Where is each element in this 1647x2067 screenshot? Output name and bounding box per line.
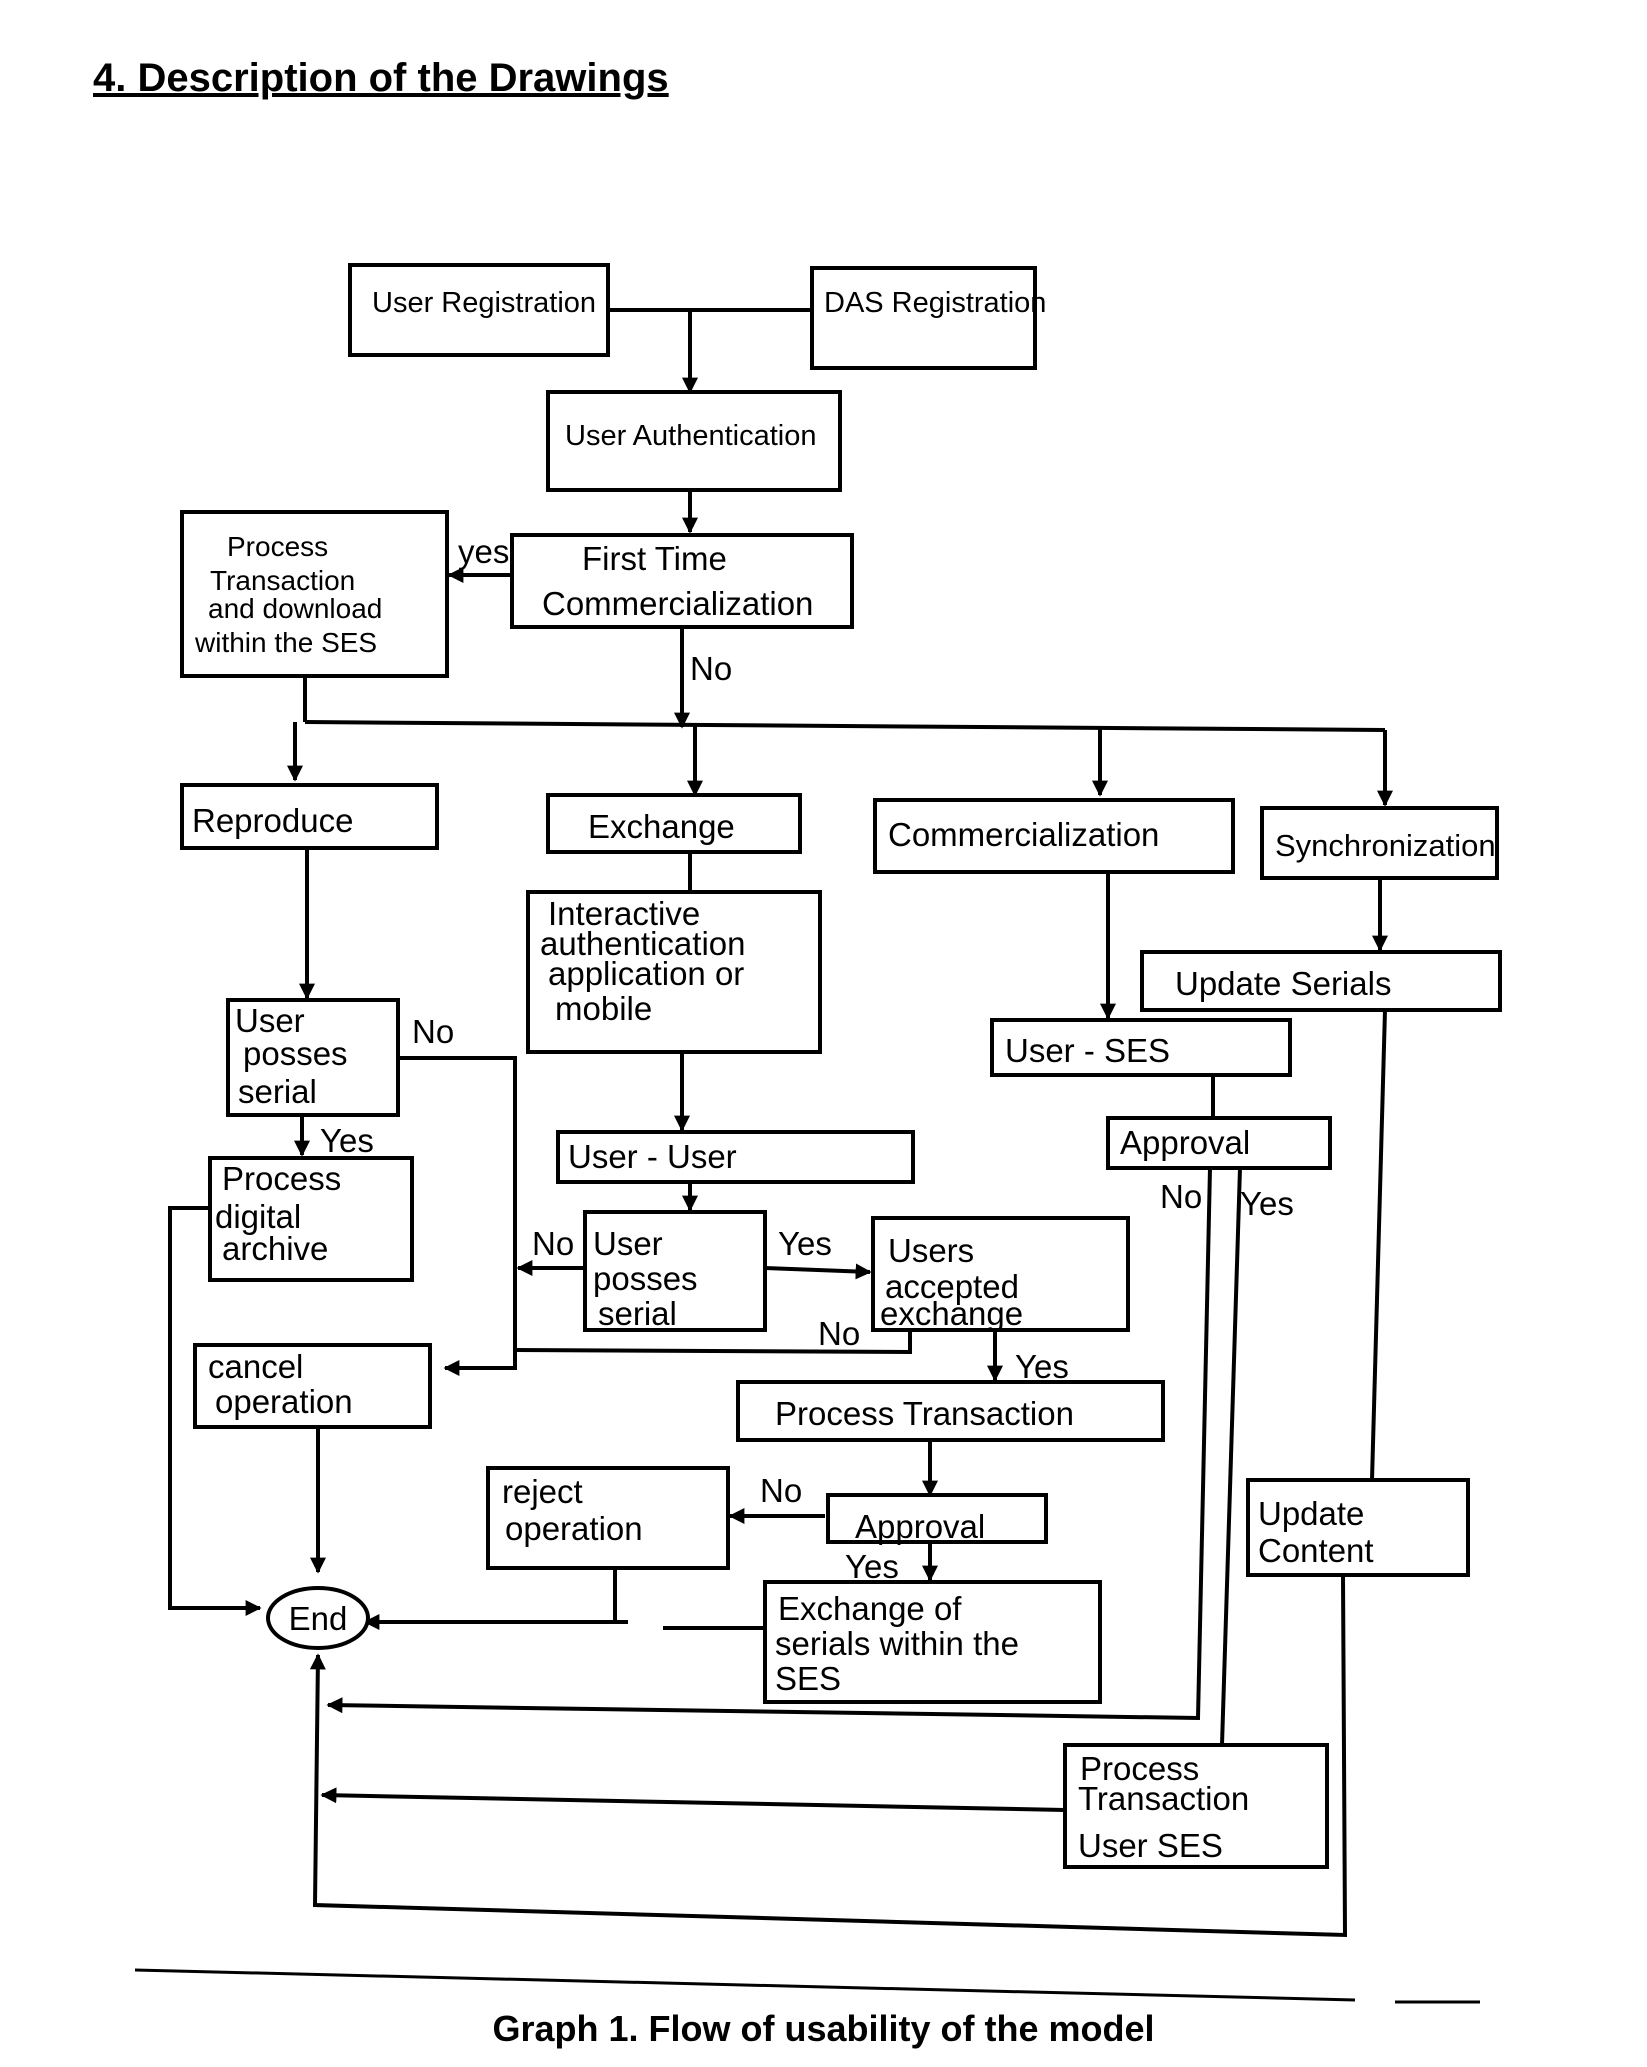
svg-text:archive: archive xyxy=(222,1230,328,1267)
label-no-approval-1: No xyxy=(1160,1178,1202,1215)
svg-text:Update: Update xyxy=(1258,1495,1364,1532)
svg-text:Synchronization: Synchronization xyxy=(1275,828,1496,863)
svg-text:Transaction: Transaction xyxy=(1078,1780,1249,1817)
svg-text:serial: serial xyxy=(238,1073,317,1110)
label-yes-exchange-serial: Yes xyxy=(778,1225,832,1262)
node-exchange-of-serials: Exchange of serials within the SES xyxy=(765,1582,1100,1702)
svg-text:Commercialization: Commercialization xyxy=(888,816,1159,853)
svg-text:User Authentication: User Authentication xyxy=(565,420,816,452)
label-no-exchange-serial: No xyxy=(532,1225,574,1262)
svg-text:operation: operation xyxy=(215,1383,353,1420)
svg-text:within the SES: within the SES xyxy=(194,627,377,658)
node-user-authentication: User Authentication xyxy=(548,392,840,490)
node-user-user: User - User xyxy=(558,1132,913,1182)
label-yes-reproduce-serial: Yes xyxy=(320,1122,374,1159)
svg-text:Commercialization: Commercialization xyxy=(542,585,813,622)
node-user-registration: User Registration xyxy=(350,265,608,355)
label-no-approval-2: No xyxy=(760,1472,802,1509)
svg-text:DAS Registration: DAS Registration xyxy=(824,287,1046,319)
node-process-digital-archive: Process digital archive xyxy=(210,1158,412,1280)
svg-text:Approval: Approval xyxy=(855,1508,985,1545)
label-no-first-time: No xyxy=(690,650,732,687)
node-interactive-authentication: Interactive authentication application o… xyxy=(528,892,820,1052)
node-approval-1: Approval xyxy=(1108,1118,1330,1168)
svg-text:Process: Process xyxy=(222,1160,341,1197)
label-yes-approval-2: Yes xyxy=(845,1548,899,1585)
svg-text:User - User: User - User xyxy=(568,1138,737,1175)
svg-text:exchange: exchange xyxy=(880,1295,1023,1332)
node-approval-2: Approval xyxy=(828,1495,1046,1545)
node-exchange: Exchange xyxy=(548,795,800,852)
svg-text:operation: operation xyxy=(505,1510,643,1547)
label-yes-approval-1: Yes xyxy=(1240,1185,1294,1222)
svg-text:serials within the: serials within the xyxy=(775,1625,1019,1662)
node-end: End xyxy=(268,1588,368,1648)
svg-text:User - SES: User - SES xyxy=(1005,1032,1170,1069)
svg-text:serial: serial xyxy=(598,1295,677,1332)
svg-text:mobile: mobile xyxy=(555,990,652,1027)
svg-text:application or: application or xyxy=(548,955,744,992)
label-yes-first-time: yes xyxy=(458,533,509,570)
label-yes-accepted-exchange: Yes xyxy=(1015,1348,1069,1385)
svg-text:User: User xyxy=(235,1002,305,1039)
svg-text:posses: posses xyxy=(593,1260,698,1297)
label-no-reproduce-serial: No xyxy=(412,1013,454,1050)
node-reproduce: Reproduce xyxy=(182,785,437,848)
node-das-registration: DAS Registration xyxy=(812,268,1046,368)
svg-text:Exchange: Exchange xyxy=(588,808,735,845)
node-user-ses: User - SES xyxy=(992,1020,1290,1075)
svg-text:First Time: First Time xyxy=(582,540,727,577)
svg-text:Reproduce: Reproduce xyxy=(192,802,353,839)
node-synchronization: Synchronization xyxy=(1262,808,1497,878)
svg-text:and download: and download xyxy=(208,593,382,624)
node-process-transaction: Process Transaction xyxy=(738,1382,1163,1440)
svg-text:Process Transaction: Process Transaction xyxy=(775,1395,1074,1432)
node-process-transaction-user-ses: Process Transaction User SES xyxy=(1065,1745,1327,1867)
svg-text:Process: Process xyxy=(227,531,328,562)
node-update-serials: Update Serials xyxy=(1142,952,1500,1010)
node-user-posses-serial-2: User posses serial xyxy=(585,1212,765,1332)
bottom-rule xyxy=(135,1970,1355,2000)
label-no-accepted-exchange: No xyxy=(818,1315,860,1352)
svg-text:reject: reject xyxy=(502,1473,583,1510)
node-commercialization: Commercialization xyxy=(875,800,1233,872)
svg-text:cancel: cancel xyxy=(208,1348,303,1385)
node-reject-operation: reject operation xyxy=(488,1468,728,1568)
svg-text:Users: Users xyxy=(888,1232,974,1269)
node-first-time-commercialization: First Time Commercialization xyxy=(512,535,852,627)
node-cancel-operation: cancel operation xyxy=(195,1345,430,1427)
node-process-transaction-download: Process Transaction and download within … xyxy=(182,512,447,676)
svg-text:User: User xyxy=(593,1225,663,1262)
node-users-accepted-exchange: Users accepted exchange xyxy=(873,1218,1128,1332)
svg-text:Content: Content xyxy=(1258,1532,1374,1569)
svg-text:SES: SES xyxy=(775,1660,841,1697)
svg-text:Update Serials: Update Serials xyxy=(1175,965,1391,1002)
svg-text:User Registration: User Registration xyxy=(372,287,596,319)
svg-text:User SES: User SES xyxy=(1078,1827,1223,1864)
figure-caption: Graph 1. Flow of usability of the model xyxy=(0,2008,1647,2050)
svg-text:End: End xyxy=(289,1600,348,1637)
svg-text:Approval: Approval xyxy=(1120,1124,1250,1161)
node-user-posses-serial-1: User posses serial xyxy=(228,1000,398,1115)
svg-text:Exchange of: Exchange of xyxy=(778,1590,962,1627)
svg-text:Transaction: Transaction xyxy=(210,565,355,596)
svg-text:posses: posses xyxy=(243,1035,348,1072)
node-update-content: Update Content xyxy=(1248,1480,1468,1575)
